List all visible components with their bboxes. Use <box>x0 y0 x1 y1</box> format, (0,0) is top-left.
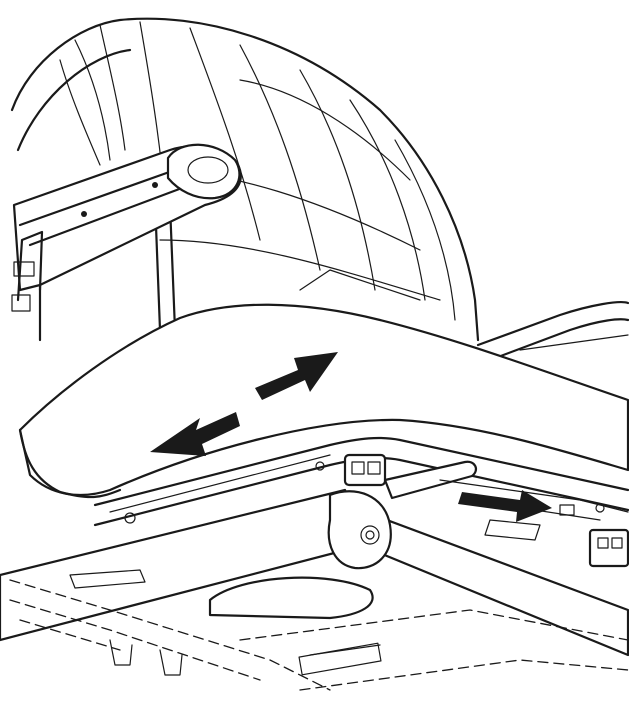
release-lever <box>383 460 478 500</box>
adjustment-mechanism <box>343 453 629 568</box>
armrest <box>11 143 242 342</box>
base-plate <box>9 569 629 691</box>
seat-right-edge <box>476 301 629 362</box>
double-headed-arrow-icon <box>150 352 338 456</box>
release-lever-arrow-icon <box>458 490 552 522</box>
crossbar <box>0 488 629 657</box>
backrest <box>10 17 480 342</box>
